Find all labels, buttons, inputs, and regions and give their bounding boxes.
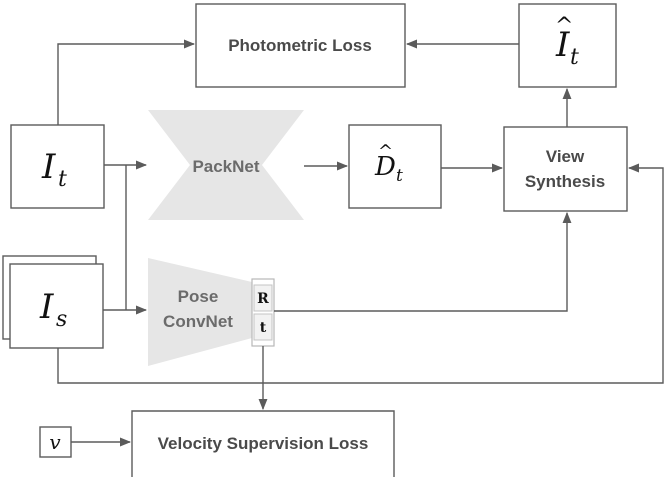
d-hat-t-node: D ^ t: [348, 124, 442, 209]
edge-it-photometric: [57, 39, 196, 125]
photometric-loss-node: Photometric Loss: [195, 3, 406, 88]
pose-r-label: R: [257, 291, 269, 307]
pose-t-label: t: [260, 320, 267, 336]
packnet-label: PackNet: [192, 157, 259, 176]
packnet-node: PackNet: [148, 110, 304, 220]
i-hat-t-node: I ^ t: [518, 3, 617, 88]
velocity-loss-node: Velocity Supervision Loss: [131, 410, 395, 477]
i-s-node: I s: [2, 255, 104, 349]
i-t-sub: t: [58, 167, 67, 192]
pose-convnet-label-2: ConvNet: [163, 312, 233, 331]
i-s-sub: s: [56, 307, 67, 332]
pose-convnet-node: Pose ConvNet: [148, 258, 252, 366]
pose-output: R t: [251, 278, 275, 347]
v-node: v: [39, 426, 72, 458]
pose-convnet-label-1: Pose: [178, 287, 219, 306]
d-hat-t-main: D: [374, 152, 396, 182]
view-synthesis-node: View Synthesis: [503, 126, 628, 212]
view-synthesis-label-2: Synthesis: [525, 172, 605, 191]
v-label: v: [49, 430, 61, 454]
connectors: [57, 39, 664, 447]
i-s-main: I: [39, 287, 54, 327]
i-hat-t-sub: t: [570, 45, 579, 70]
edge-pose-view: [274, 211, 572, 312]
i-hat-t-hat: ^: [555, 14, 573, 39]
velocity-loss-label: Velocity Supervision Loss: [158, 434, 369, 453]
i-t-main: I: [41, 147, 56, 187]
view-synthesis-label-1: View: [546, 147, 585, 166]
d-hat-t-hat: ^: [378, 141, 393, 162]
photometric-loss-label: Photometric Loss: [228, 36, 372, 55]
d-hat-t-sub: t: [396, 166, 403, 186]
edge-is-view: [57, 163, 664, 384]
i-t-node: I t: [10, 124, 105, 209]
i-hat-t-main: I: [555, 25, 570, 65]
